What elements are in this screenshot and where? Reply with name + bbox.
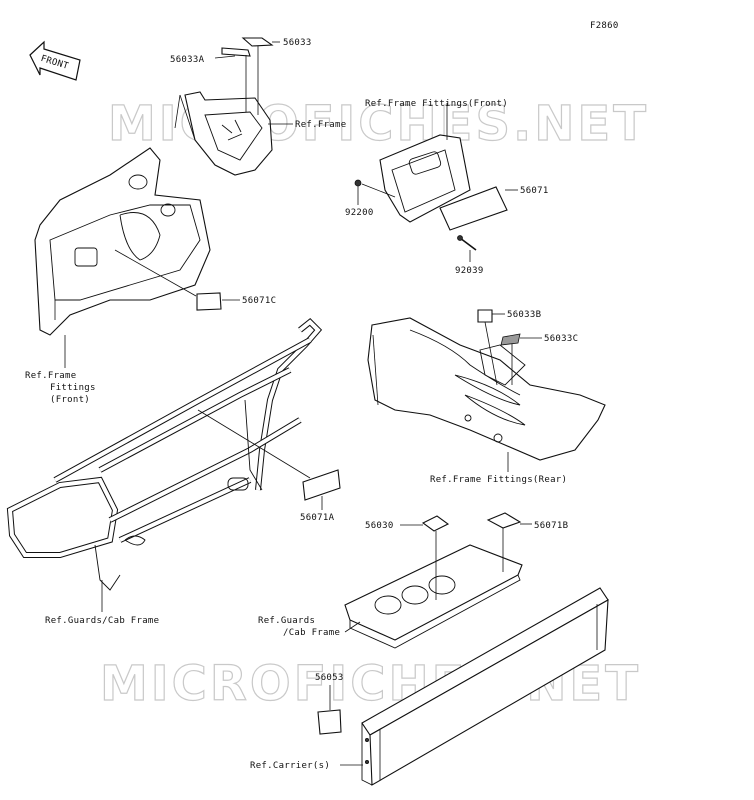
label-56030: 56030 [365, 521, 394, 531]
label-ref-frame-fittings-front-3: (Front) [50, 395, 90, 405]
decal-56071B [486, 512, 522, 529]
label-56033C: 56033C [544, 334, 578, 344]
label-ref-carriers: Ref.Carrier(s) [250, 761, 330, 771]
clip-92200 [354, 179, 362, 187]
label-ref-frame-fittings-front-1: Ref.Frame [25, 371, 76, 381]
label-ref-guards-cab-frame-left: Ref.Guards/Cab Frame [45, 616, 159, 626]
decal-56033 [241, 37, 274, 47]
decal-56033C [500, 333, 521, 346]
carrier-panel-part [361, 587, 609, 786]
label-56071: 56071 [520, 186, 549, 196]
figure-code: F2860 [590, 21, 619, 31]
decal-56053 [317, 709, 342, 735]
label-ref-frame-fittings-front-top: Ref.Frame Fittings(Front) [365, 99, 508, 109]
label-92039: 92039 [455, 266, 484, 276]
label-ref-guards-1: Ref.Guards [258, 616, 315, 626]
label-ref-frame: Ref.Frame [295, 120, 346, 130]
front-arrow-icon: FRONT [29, 40, 81, 81]
decal-56071 [439, 186, 508, 231]
guard-frame-part [6, 317, 323, 612]
label-56071B: 56071B [534, 521, 568, 531]
decal-56033B [477, 309, 493, 323]
label-56033A: 56033A [170, 55, 205, 65]
label-ref-guards-2: /Cab Frame [283, 628, 340, 638]
screw-92039 [457, 235, 477, 251]
label-56053: 56053 [315, 673, 344, 683]
label-56033: 56033 [283, 38, 312, 48]
label-56033B: 56033B [507, 310, 541, 320]
frame-bracket-part [174, 91, 273, 176]
decal-56071C [196, 292, 222, 311]
rear-console-part [367, 317, 606, 461]
decal-56033A [221, 47, 251, 57]
floor-panel-part [344, 544, 523, 649]
label-ref-frame-fittings-front-2: Fittings [50, 383, 96, 393]
label-56071A: 56071A [300, 513, 335, 523]
decal-56030 [421, 515, 450, 532]
dashboard-panel-part [34, 147, 211, 368]
label-92200: 92200 [345, 208, 374, 218]
decal-56071A [302, 469, 341, 501]
label-56071C: 56071C [242, 296, 276, 306]
label-ref-frame-fittings-rear: Ref.Frame Fittings(Rear) [430, 475, 567, 485]
